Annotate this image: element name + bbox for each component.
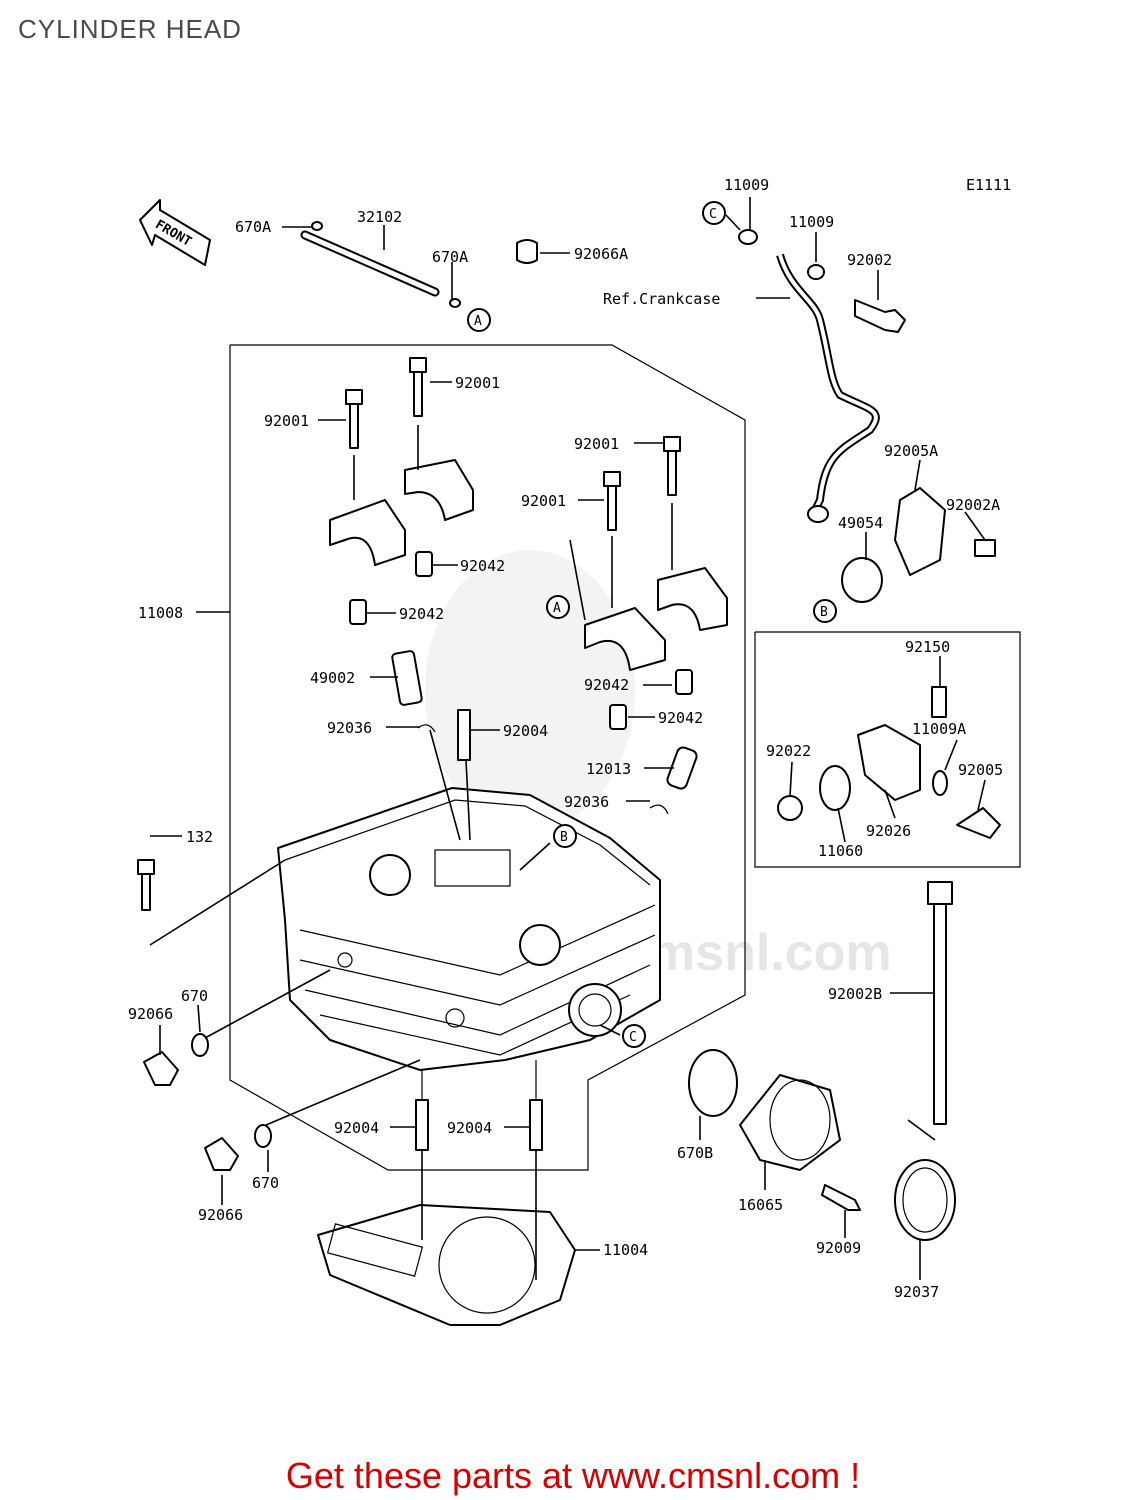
washer-part <box>807 264 825 280</box>
plug-part <box>516 239 538 264</box>
part-label: 92001 <box>574 435 619 453</box>
part-label: 92042 <box>584 676 629 694</box>
front-arrow-icon: FRONT <box>139 199 211 266</box>
reference-markers: A C B A B C <box>467 201 837 1048</box>
part-label: 670A <box>432 248 468 266</box>
svg-text:B: B <box>820 605 828 620</box>
part-label: 92002B <box>828 985 882 1003</box>
svg-text:A: A <box>474 314 482 329</box>
part-label: 92005A <box>884 442 938 460</box>
stud-part <box>529 1099 543 1151</box>
bolt-group <box>137 357 953 1125</box>
part-label: 92042 <box>658 709 703 727</box>
svg-text:C: C <box>709 207 717 222</box>
part-label: 11009A <box>912 720 966 738</box>
part-label: 16065 <box>738 1196 783 1214</box>
part-label: 92001 <box>521 492 566 510</box>
watermark-text: cmsnl.com <box>620 924 892 982</box>
part-label: 92002A <box>946 496 1000 514</box>
oring-part <box>311 221 323 231</box>
part-labels: 670A 32102 670A 92066A 11009 11009 92002… <box>128 176 1003 1301</box>
part-label: 11004 <box>603 1241 648 1259</box>
guide-part <box>391 650 423 706</box>
part-label: 92066A <box>574 245 628 263</box>
part-label: 92009 <box>816 1239 861 1257</box>
oring-part <box>191 1033 209 1057</box>
part-label: 670B <box>677 1144 713 1162</box>
clip-part <box>649 804 669 815</box>
part-label: 92036 <box>327 719 372 737</box>
part-label: 92001 <box>264 412 309 430</box>
rocker-shaft-part <box>666 746 698 790</box>
part-label: 92066 <box>198 1206 243 1224</box>
thermostat-housing <box>777 686 1001 839</box>
part-label: 92026 <box>866 822 911 840</box>
ref-note: Ref.Crankcase <box>603 290 720 308</box>
part-label: 11008 <box>138 604 183 622</box>
svg-text:A: A <box>553 601 561 616</box>
part-label: 92005 <box>958 761 1003 779</box>
part-label: 11060 <box>818 842 863 860</box>
stud-part <box>415 1099 429 1151</box>
part-label: 670A <box>235 218 271 236</box>
oring-part <box>254 1124 272 1148</box>
dowel-pins <box>349 551 693 730</box>
stud-part <box>457 709 471 761</box>
plug-part <box>143 1051 179 1086</box>
screw-part <box>821 1184 861 1211</box>
svg-text:C: C <box>629 1030 637 1045</box>
page-title: CYLINDER HEAD <box>18 14 242 44</box>
part-label: 92042 <box>460 557 505 575</box>
banjo-bolt-part <box>854 299 906 333</box>
part-label: 132 <box>186 828 213 846</box>
head-gasket <box>317 1204 576 1326</box>
part-label: 92004 <box>334 1119 379 1137</box>
part-label: 92036 <box>564 793 609 811</box>
part-label: 49002 <box>310 669 355 687</box>
oring-part <box>688 1049 738 1117</box>
intake-joint <box>739 1074 841 1171</box>
cylinder-head-bracket <box>229 344 746 1171</box>
part-label: 92037 <box>894 1283 939 1301</box>
svg-text:B: B <box>560 830 568 845</box>
part-label: 92042 <box>399 605 444 623</box>
thermostat-group-box <box>754 631 1021 868</box>
clamp-part <box>894 1159 956 1241</box>
banjo-part <box>807 505 829 523</box>
part-label: 670 <box>252 1174 279 1192</box>
cylinder-head-body <box>277 787 661 1071</box>
water-outlet <box>841 487 996 603</box>
part-label: 92001 <box>455 374 500 392</box>
part-label: 92150 <box>905 638 950 656</box>
part-label: 12013 <box>586 760 631 778</box>
plug-part <box>204 1137 239 1171</box>
part-label: 49054 <box>838 514 883 532</box>
diagram-code: E1111 <box>966 176 1011 194</box>
part-label: 92066 <box>128 1005 173 1023</box>
watermark: cmsnl.com <box>425 550 892 982</box>
part-label: 92004 <box>447 1119 492 1137</box>
part-label: 92002 <box>847 251 892 269</box>
oring-part <box>449 298 461 308</box>
camshaft-caps <box>329 459 728 671</box>
part-label: 92022 <box>766 742 811 760</box>
part-label: 11009 <box>724 176 769 194</box>
part-label: 11009 <box>789 213 834 231</box>
part-label: 670 <box>181 987 208 1005</box>
footer-link[interactable]: Get these parts at www.cmsnl.com ! <box>285 1455 861 1496</box>
leader-lines <box>149 197 986 1280</box>
part-label: 32102 <box>357 208 402 226</box>
part-label: 92004 <box>503 722 548 740</box>
washer-part <box>738 229 758 245</box>
